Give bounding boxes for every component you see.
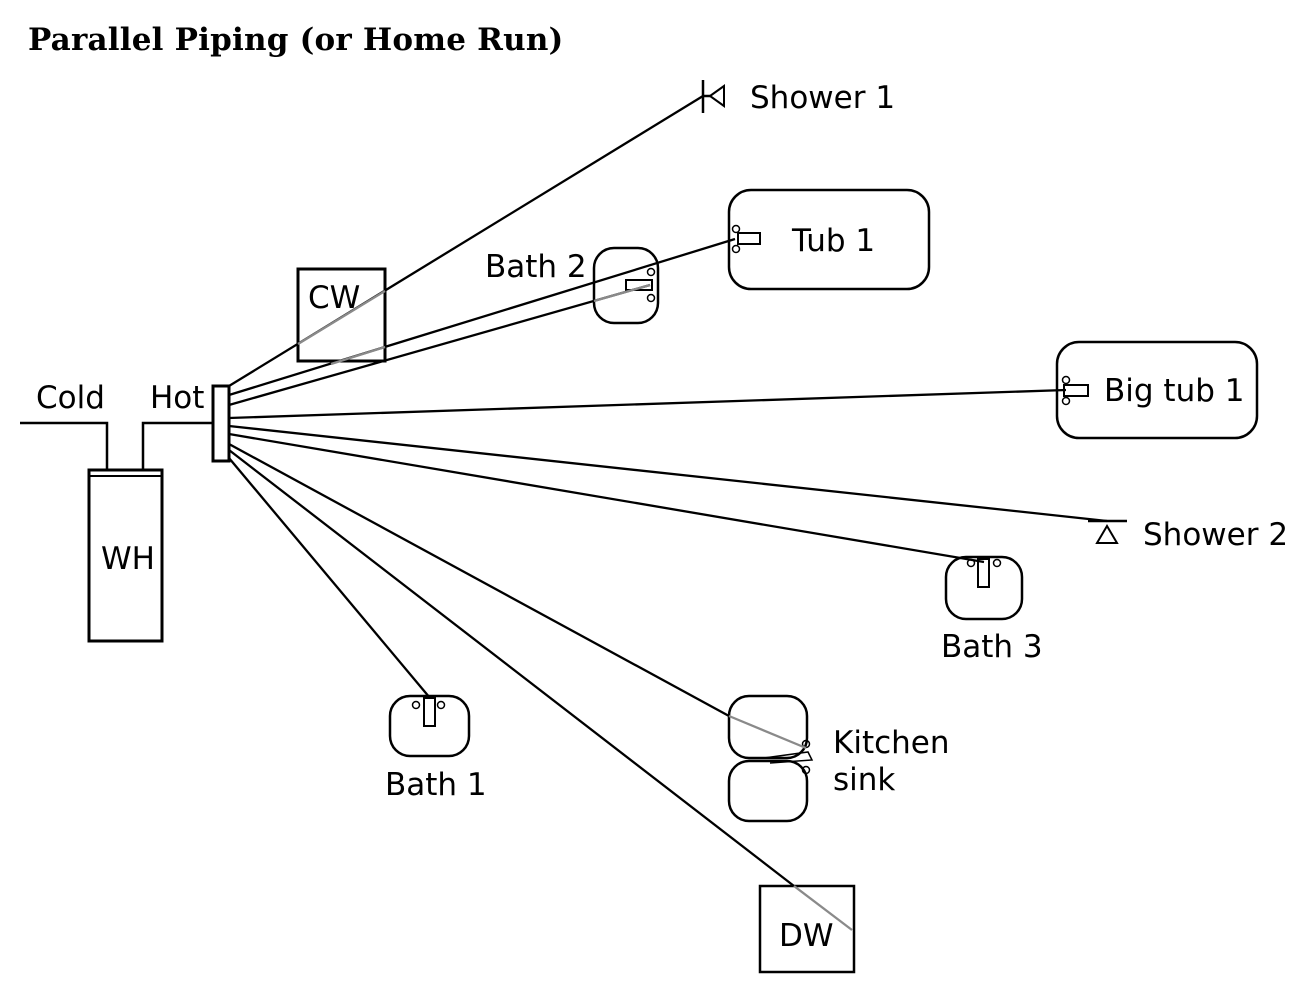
pipe-to-bath-3 xyxy=(228,432,985,564)
pipe-to-bath-2 xyxy=(228,283,651,407)
bath-1-label: Bath 1 xyxy=(385,767,487,803)
tub-1-label: Tub 1 xyxy=(791,223,875,259)
pipe-to-shower-1-behind-cw xyxy=(297,290,386,345)
shower-1-label: Shower 1 xyxy=(750,80,895,116)
tub-1-fixture xyxy=(727,188,931,291)
diagram-title: Parallel Piping (or Home Run) xyxy=(28,22,564,58)
pipe-to-dishwasher xyxy=(228,449,795,887)
dishwasher-label: DW xyxy=(779,918,834,954)
water-heater-label: WH xyxy=(101,541,155,577)
pipe-to-shower-2 xyxy=(228,424,1108,523)
sink-label: sink xyxy=(833,762,895,798)
bath-1-fixture xyxy=(388,694,471,758)
shower-1-fixture xyxy=(701,80,725,113)
water-heater: WH xyxy=(87,468,164,643)
kitchen-sink-fixture xyxy=(727,694,814,823)
pipe-to-dishwasher-behind-box xyxy=(793,885,853,931)
cold-label: Cold xyxy=(36,380,105,416)
bath-2-label: Bath 2 xyxy=(485,249,587,285)
hot-outlet-pipe xyxy=(141,421,213,470)
shower-2-label: Shower 2 xyxy=(1143,517,1288,553)
pipe-to-kitchen-sink-behind-basin xyxy=(728,714,807,750)
supply-lines xyxy=(20,421,213,470)
clothes-washer: CW xyxy=(296,267,387,363)
shower-2-fixture xyxy=(1088,519,1127,544)
pipe-to-tub-1-behind-cw xyxy=(330,345,386,366)
pipe-to-tub-1 xyxy=(228,237,736,397)
fixtures xyxy=(388,80,1259,974)
bath-3-fixture xyxy=(944,555,1024,621)
big-tub-1-label: Big tub 1 xyxy=(1104,373,1244,409)
cold-supply-pipe xyxy=(20,421,109,470)
pipe-to-kitchen-sink xyxy=(228,442,730,718)
bath-3-label: Bath 3 xyxy=(941,629,1043,665)
kitchen-label: Kitchen xyxy=(833,725,950,761)
pipe-to-bath-1 xyxy=(228,457,431,699)
bath-2-fixture xyxy=(592,246,660,325)
home-run-pipes xyxy=(228,95,1108,931)
hot-label: Hot xyxy=(150,380,204,416)
pipe-to-bath-2-behind-sink xyxy=(593,283,651,303)
pipe-to-big-tub-1 xyxy=(228,388,1067,420)
fixture-labels: Cold Hot Shower 1 Tub 1 Bath 2 Big tub 1… xyxy=(36,80,1288,803)
dishwasher-fixture xyxy=(758,884,856,974)
hot-water-manifold xyxy=(211,384,231,463)
